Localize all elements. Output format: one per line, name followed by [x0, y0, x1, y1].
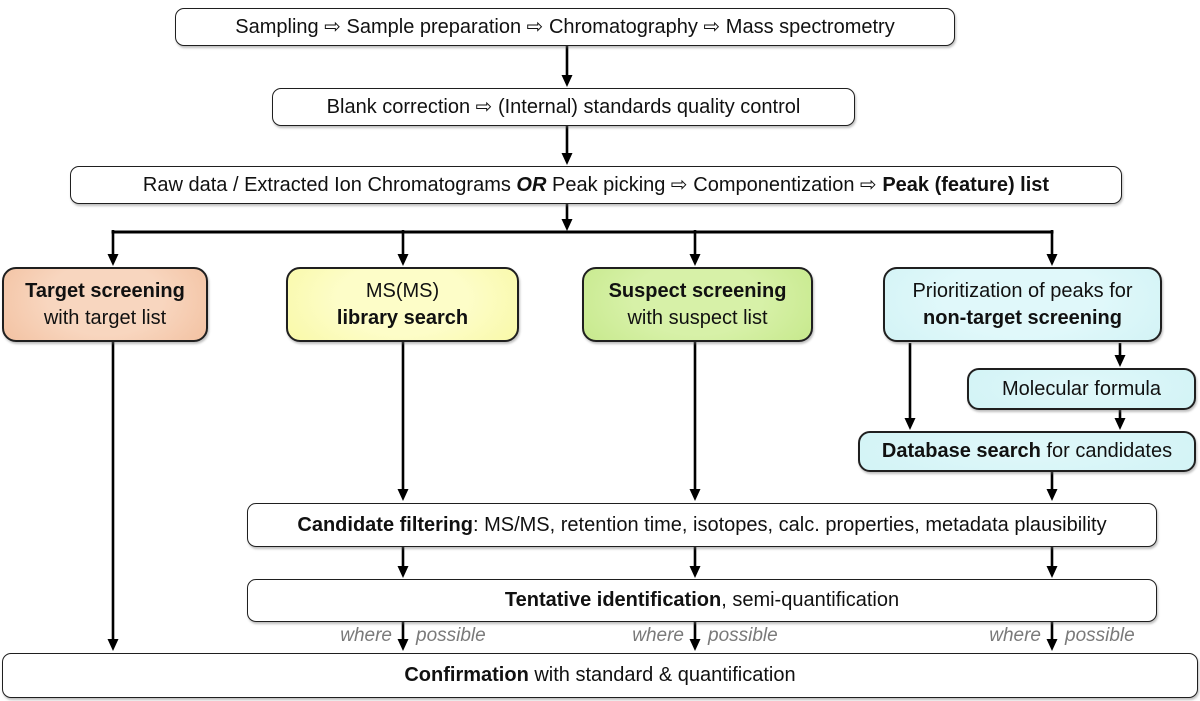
- target-screening-box: Target screening with target list: [2, 267, 208, 342]
- step-sampling-box: Sampling ⇨ Sample preparation ⇨ Chromato…: [175, 8, 955, 46]
- peak-feature-list-emphasis: Peak (feature) list: [882, 173, 1050, 196]
- suspect-screening-title: Suspect screening: [608, 279, 787, 302]
- target-screening-title: Target screening: [25, 279, 185, 302]
- confirmation-label: Confirmation with standard & quantificat…: [404, 664, 796, 686]
- step-blank-correction-label: Blank correction ⇨ (Internal) standards …: [326, 95, 801, 118]
- molecular-formula-box: Molecular formula: [967, 368, 1196, 410]
- tentative-identification-label: Tentative identification, semi-quantific…: [504, 589, 900, 611]
- where-label-1: where: [340, 625, 392, 646]
- database-search-box: Database search for candidates: [858, 431, 1196, 472]
- confirmation-box: Confirmation with standard & quantificat…: [2, 653, 1198, 698]
- where-label-2: where: [632, 625, 684, 646]
- step-raw-data-box: Raw data / Extracted Ion Chromatograms O…: [70, 166, 1122, 204]
- candidate-filtering-label: Candidate filtering: MS/MS, retention ti…: [297, 513, 1107, 536]
- library-search-box: MS(MS) library search: [286, 267, 519, 342]
- target-screening-subtitle: with target list: [43, 307, 167, 329]
- library-search-title: MS(MS): [365, 279, 440, 302]
- non-target-screening-title: Prioritization of peaks for: [912, 279, 1133, 302]
- molecular-formula-label: Molecular formula: [1002, 377, 1161, 400]
- or-emphasis: OR: [516, 173, 547, 196]
- possible-label-2: possible: [708, 625, 778, 646]
- where-label-3: where: [989, 625, 1041, 646]
- non-target-screening-box: Prioritization of peaks for non-target s…: [883, 267, 1162, 342]
- step-sampling-label: Sampling ⇨ Sample preparation ⇨ Chromato…: [235, 15, 895, 38]
- candidate-filtering-box: Candidate filtering: MS/MS, retention ti…: [247, 503, 1157, 547]
- possible-label-1: possible: [416, 625, 486, 646]
- possible-label-3: possible: [1065, 625, 1135, 646]
- library-search-subtitle: library search: [336, 307, 469, 329]
- suspect-screening-subtitle: with suspect list: [627, 307, 768, 329]
- tentative-identification-box: Tentative identification, semi-quantific…: [247, 579, 1157, 622]
- suspect-screening-box: Suspect screening with suspect list: [582, 267, 813, 342]
- step-blank-correction-box: Blank correction ⇨ (Internal) standards …: [272, 88, 855, 126]
- step-raw-data-label: Raw data / Extracted Ion Chromatograms O…: [142, 173, 1050, 196]
- database-search-label: Database search for candidates: [881, 440, 1173, 462]
- non-target-screening-subtitle: non-target screening: [923, 307, 1122, 329]
